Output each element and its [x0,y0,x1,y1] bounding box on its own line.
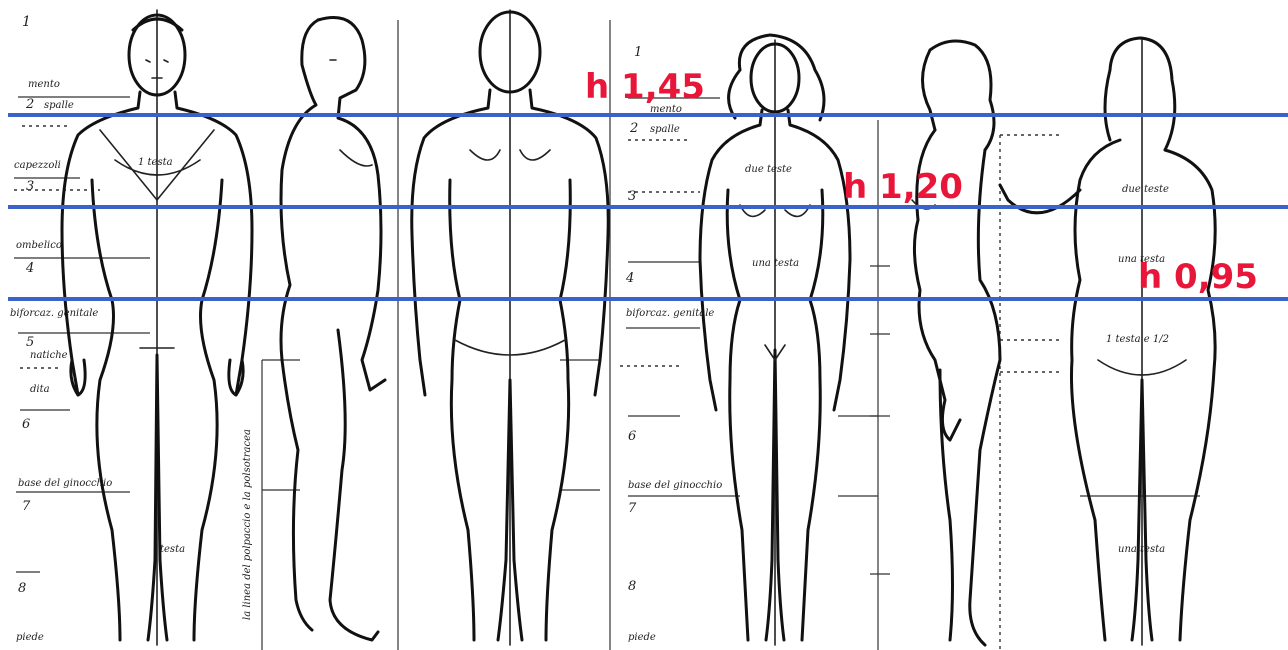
figure-male-front [62,10,252,645]
figure-female-side [912,41,1000,645]
scale-number: 6 [628,429,636,444]
height-label-3: h 0,95 [1138,257,1258,297]
scale-label: due teste [1122,184,1169,195]
scale-label: testa [160,544,185,555]
scale-number: 4 [625,271,634,286]
scale-label: 1 testa e 1/2 [1106,334,1169,345]
scale-label: natiche [30,350,68,361]
scale-label: piede [16,632,44,643]
figure-male-back [412,10,609,645]
figure-female-front [700,35,850,645]
scale-label: spalle [650,124,680,135]
figure-male-side [281,18,385,641]
vertical-note: la linea del polpaccio e la polsotracea [242,429,253,620]
scale-number: 3 [628,189,636,204]
scale-number: 1 [634,45,642,60]
scale-label: capezzoli [14,160,61,171]
height-label-2: h 1,20 [843,167,963,207]
scale-label: ombelico [16,240,62,251]
scale-number: 3 [26,179,34,194]
height-label-1: h 1,45 [585,67,705,107]
scale-number: 4 [25,261,34,276]
scale-number: 6 [22,417,30,432]
scale-number: 2 [25,97,34,112]
scale-label: biforcaz. genitale [626,308,714,319]
scale-label: 1 testa [138,157,173,168]
scale-label: spalle [44,100,74,111]
scale-number: 8 [628,579,636,594]
scale-number: 8 [18,581,26,596]
scale-label: base del ginocchio [18,478,112,489]
scale-label: piede [628,632,656,643]
height-lines [8,115,1288,299]
scale-number: 5 [26,335,34,350]
scale-number: 1 [22,14,31,30]
scale-number: 7 [22,499,31,514]
scale-label: base del ginocchio [628,480,722,491]
scale-number: 2 [629,121,638,136]
scale-label: biforcaz. genitale [10,308,98,319]
scale-label: due teste [745,164,792,175]
scale-number: 7 [628,501,637,516]
scale-label: dita [30,384,50,395]
scale-label: mento [28,79,60,90]
